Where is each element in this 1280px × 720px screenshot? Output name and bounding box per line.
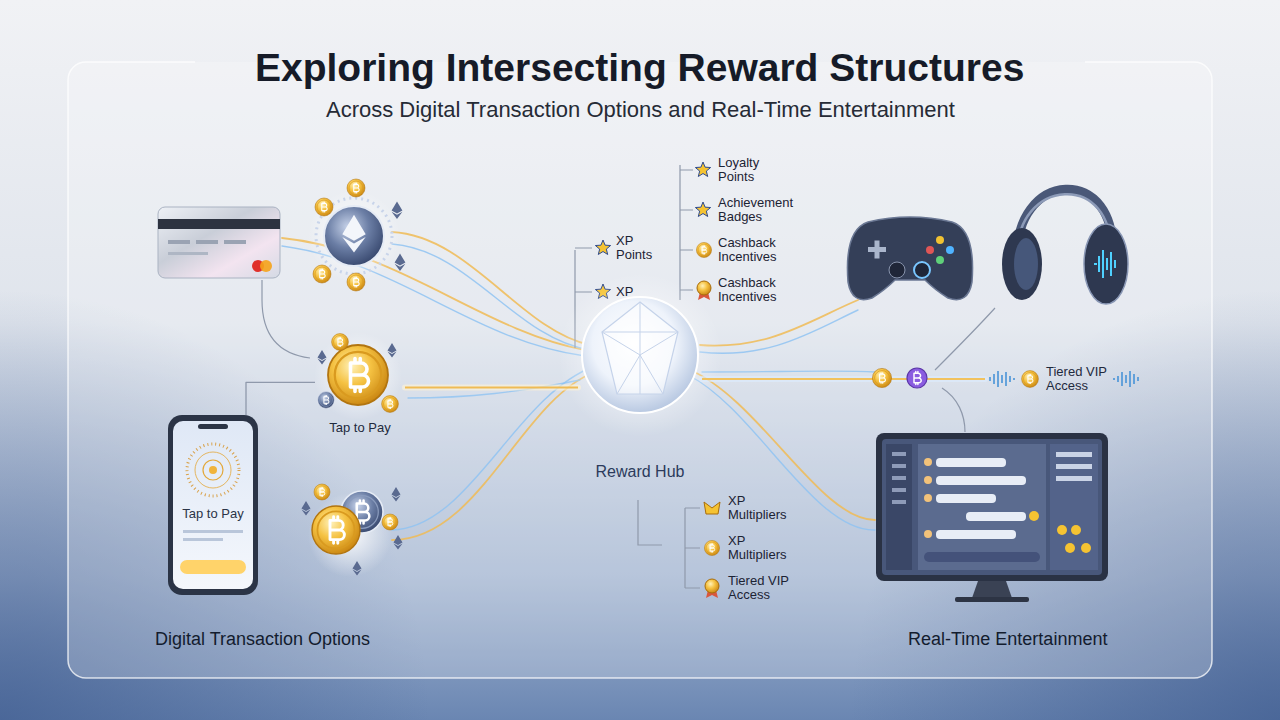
reward-item: Tiered VIP Access (728, 574, 803, 603)
reward-item: Cashback Incentives (718, 276, 777, 305)
reward-item: XP Multipliers (728, 534, 787, 563)
connector-glow (702, 376, 985, 382)
coin-cluster: Tap to Pay (315, 335, 405, 440)
node-text: Tap to Pay (168, 507, 258, 521)
connector-glow (405, 385, 578, 391)
diagram-title: Exploring Intersecting Reward Structures (255, 46, 1024, 91)
reward-item: XP (616, 285, 633, 299)
column-heading: Digital Transaction Options (155, 630, 370, 650)
reward-item: XP Points (616, 234, 652, 263)
flow-connector (405, 386, 578, 388)
reward-item: Loyalty Points (718, 156, 759, 185)
flow-connector (702, 378, 985, 380)
reward-item: XP Multipliers (728, 494, 787, 523)
subtitle: Across Digital Transaction Options and R… (326, 98, 955, 122)
reward-hub: Reward Hub (578, 293, 702, 485)
reward-item: Cashback Incentives (718, 236, 777, 265)
reward-item: Achievement Badges (718, 196, 793, 225)
column-heading: Real-Time Entertainment (908, 630, 1107, 650)
node-text: Reward Hub (578, 463, 702, 481)
node-text: Tiered VIP Access (1046, 365, 1121, 394)
node-text: Tap to Pay (315, 421, 405, 435)
vip-badge: Tiered VIP Access (985, 362, 1145, 396)
phone-screen: Tap to Pay (168, 415, 258, 595)
flow-connector (246, 382, 315, 415)
